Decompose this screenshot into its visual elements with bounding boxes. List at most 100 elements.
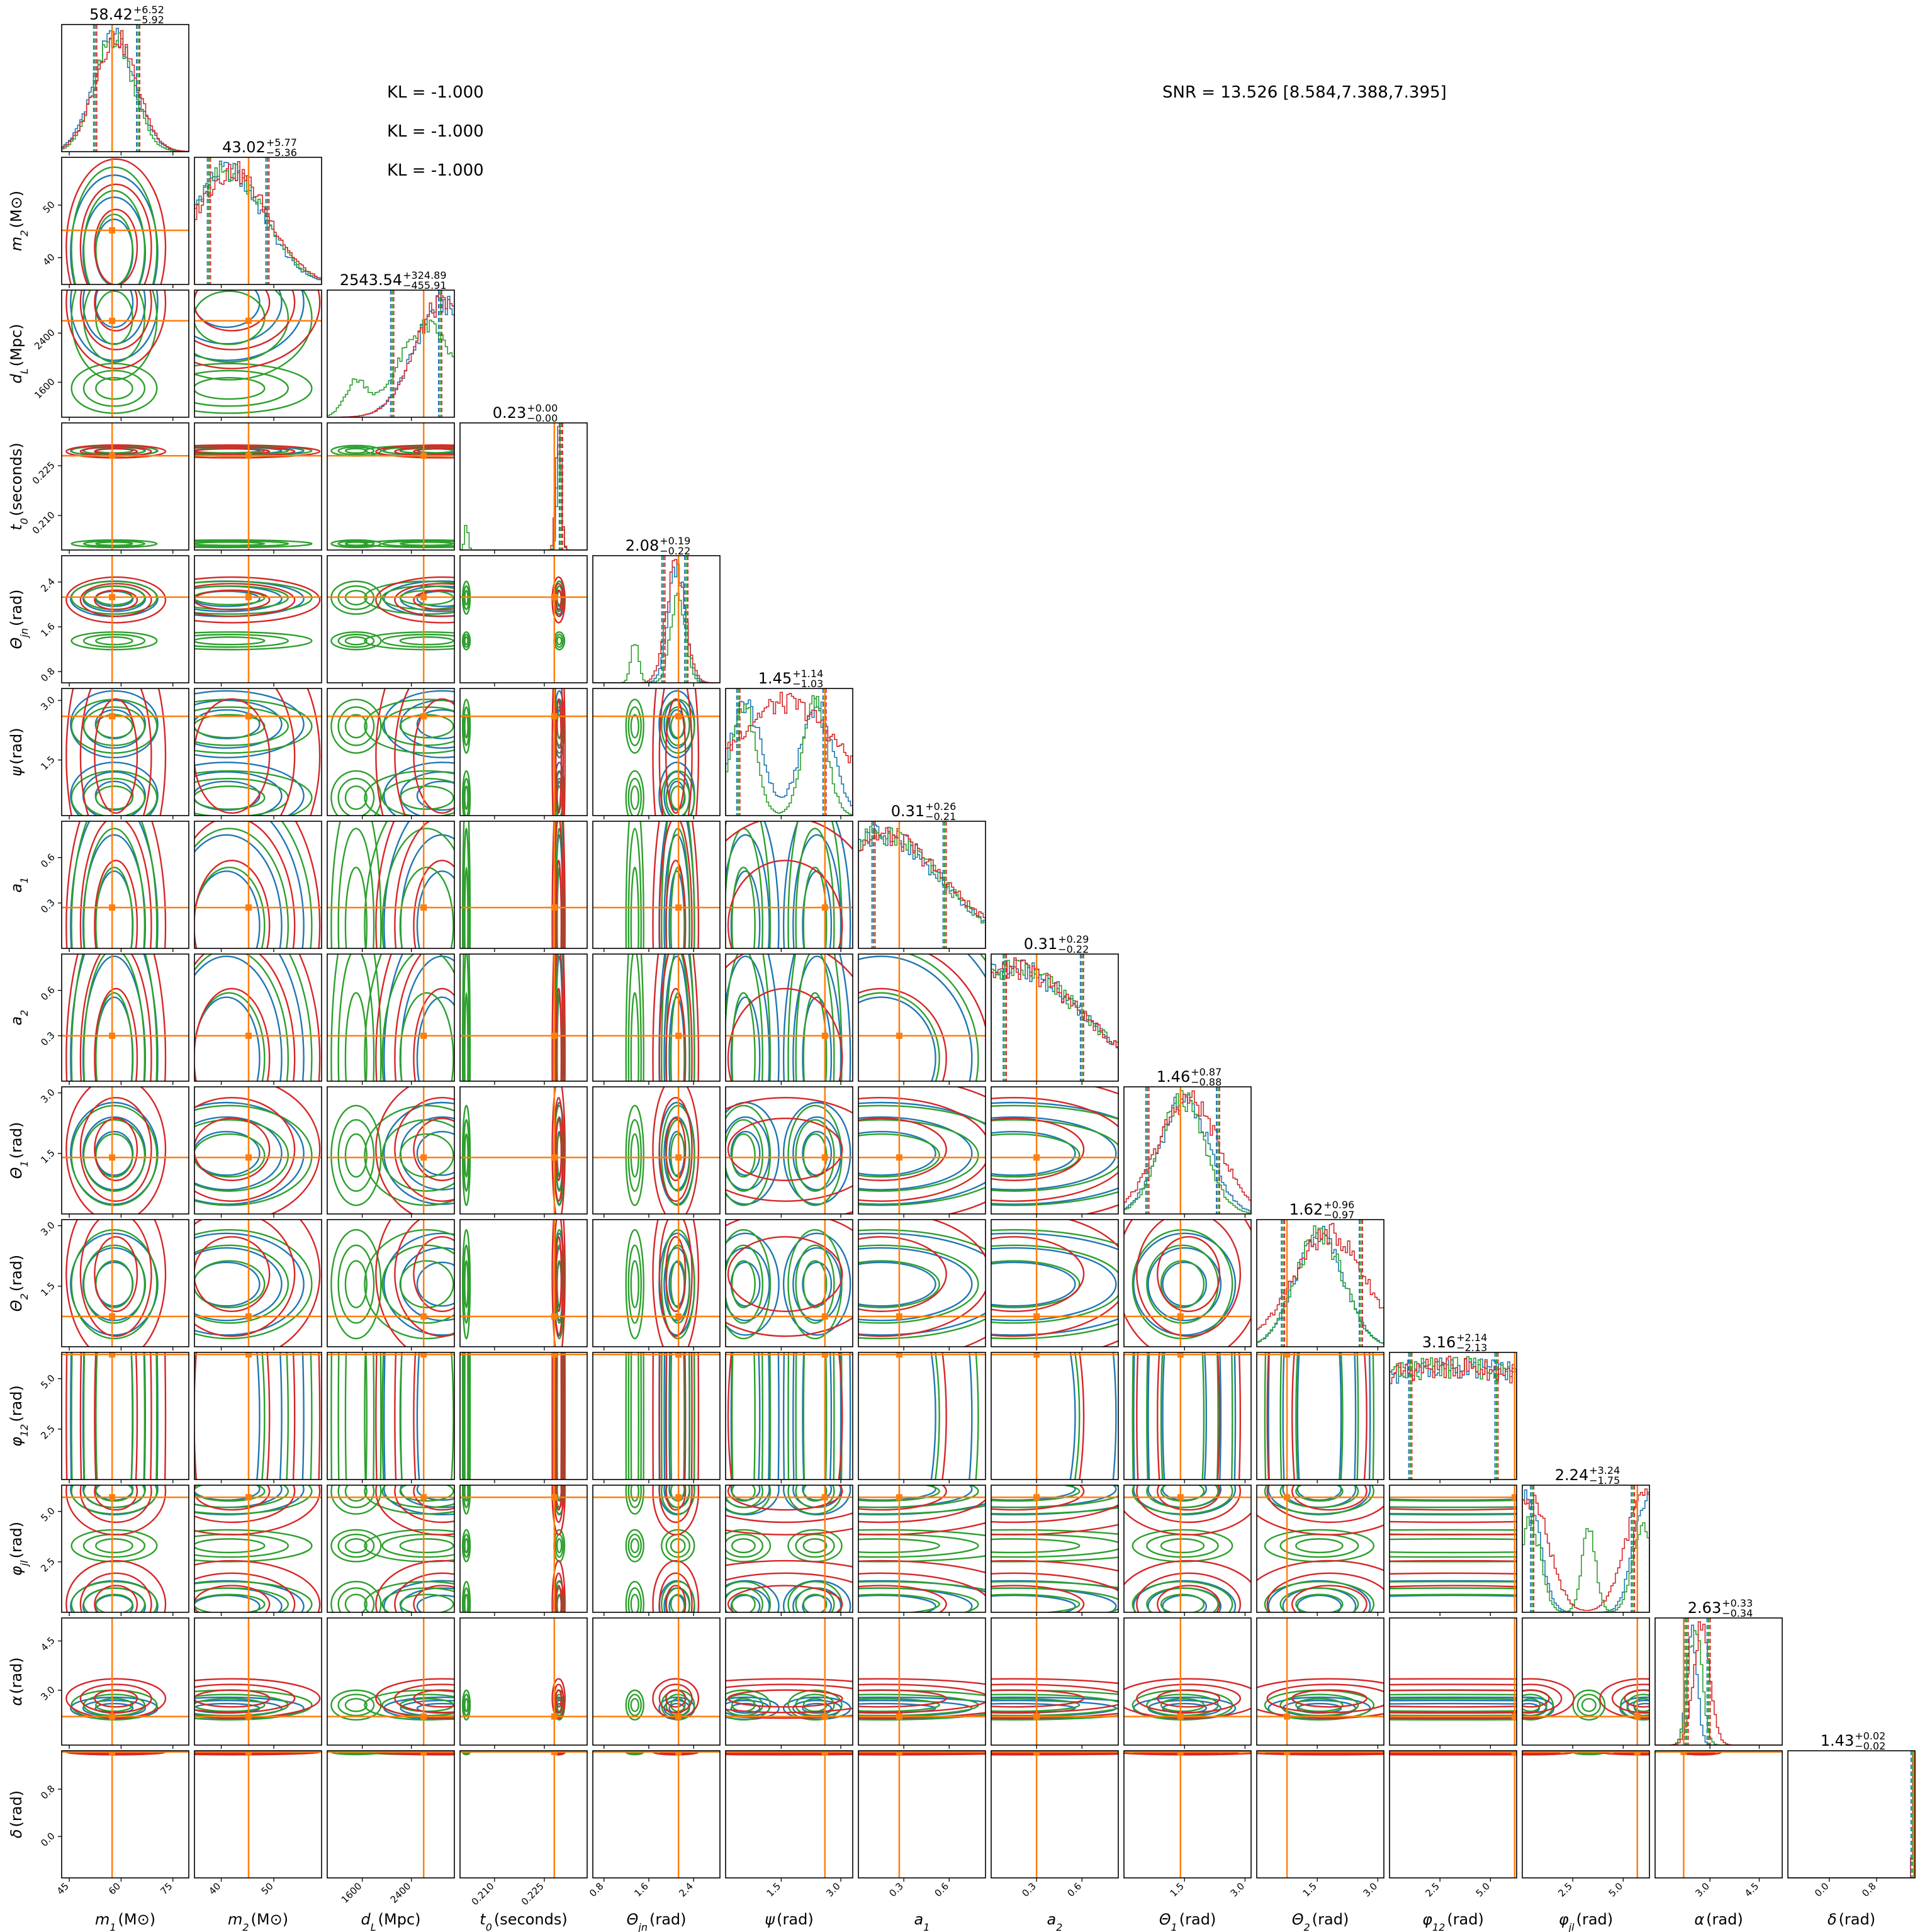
panel-content — [858, 1485, 986, 1612]
panel-frame — [459, 688, 588, 816]
panel-frame — [1123, 1352, 1252, 1480]
contour-red — [94, 1485, 138, 1511]
contour-green — [463, 1119, 470, 1192]
contour-red — [726, 1683, 853, 1714]
contour-green — [461, 1529, 471, 1563]
truth-marker — [896, 1751, 902, 1755]
kl-annotation-1: KL = -1.000 — [387, 83, 484, 102]
contour-green — [344, 1133, 368, 1178]
contour-blue — [383, 761, 454, 816]
contour-green — [1390, 1499, 1517, 1502]
contour-green — [194, 634, 289, 648]
panel-r6-c4 — [459, 688, 588, 819]
panel-r13-c10 — [1256, 1617, 1384, 1749]
x-axis-label-10: Θ2(rad) — [1292, 1911, 1349, 1932]
panel-frame — [592, 1352, 721, 1480]
truth-marker — [109, 904, 116, 911]
panel-r6-c2 — [194, 688, 322, 819]
contour-red — [394, 954, 422, 1081]
contour-red — [1522, 1683, 1563, 1714]
contour-red — [665, 1352, 687, 1480]
contour-green — [399, 1593, 454, 1612]
contour-red — [194, 290, 296, 351]
contour-green — [463, 634, 470, 648]
panel-content — [858, 1618, 986, 1745]
contour-green — [630, 785, 639, 811]
panel-frame — [459, 1086, 588, 1215]
contour-green — [625, 1485, 644, 1515]
contour-blue — [782, 1232, 851, 1336]
contour-green — [330, 1352, 382, 1480]
contour-blue — [383, 690, 454, 759]
contour-green — [858, 1244, 979, 1324]
contour-red — [1611, 1683, 1649, 1714]
panel-title-minus: −0.34 — [1722, 1607, 1753, 1619]
panel-content — [1257, 1352, 1384, 1480]
contour-blue — [194, 1485, 261, 1501]
contour-blue — [194, 1261, 261, 1307]
contour-blue — [416, 709, 454, 739]
contour-green — [194, 1260, 266, 1308]
contour-blue — [1390, 1699, 1517, 1717]
panel-title-median: 0.31 — [1024, 935, 1057, 953]
panel-r7-c5 — [592, 821, 721, 952]
contour-blue — [858, 996, 936, 1081]
contour-red — [658, 1572, 693, 1612]
truth-marker — [896, 1313, 902, 1320]
panel-content — [1124, 1485, 1251, 1612]
x-tick-label: 0.3 — [1019, 1880, 1038, 1899]
panel-title-plus: +0.33 — [1722, 1597, 1753, 1609]
histogram-blue — [726, 698, 853, 816]
histogram-red — [593, 559, 720, 683]
truth-marker — [675, 1313, 682, 1320]
contour-red — [79, 1485, 152, 1524]
axis-label-symbol: t — [8, 524, 25, 531]
panel-frame — [592, 1219, 721, 1347]
axis-label-symbol: α — [8, 1696, 25, 1706]
contour-red — [65, 158, 167, 284]
contour-red — [858, 1689, 947, 1708]
contour-green — [194, 770, 313, 816]
contour-green — [337, 1352, 375, 1480]
panel-r9-c5 — [592, 1086, 721, 1218]
panel-frame — [1256, 1219, 1384, 1347]
panel-r8-c1: 0.30.6 — [38, 953, 189, 1085]
contour-green — [625, 954, 644, 1081]
contour-blue — [70, 174, 159, 284]
contour-green — [630, 1593, 639, 1612]
contour-red — [991, 1572, 1118, 1592]
contour-green — [991, 1693, 1118, 1717]
panel-r9-c1: 1.53.0 — [38, 1086, 189, 1218]
axis-label-symbol: δ — [8, 1829, 25, 1838]
contour-green — [1295, 1698, 1344, 1712]
contour-green — [464, 714, 469, 739]
x-axis-label-2: m2(M⊙) — [228, 1911, 288, 1932]
axis-label-subscript: 2 — [18, 230, 30, 236]
contour-green — [194, 1352, 266, 1480]
contour-green — [464, 1352, 469, 1480]
truth-marker — [420, 1751, 427, 1755]
contour-red — [375, 1220, 407, 1347]
truth-marker — [1033, 1313, 1040, 1320]
panel-frame — [61, 1485, 189, 1613]
panel-frame — [61, 821, 189, 949]
contour-green — [82, 369, 146, 407]
panel-r12-c2 — [194, 1485, 322, 1616]
truth-marker — [420, 452, 427, 459]
contour-green — [627, 1485, 642, 1508]
contour-green — [364, 954, 383, 1081]
truth-marker — [551, 1751, 558, 1755]
contour-green — [726, 1244, 763, 1324]
histogram-red — [726, 692, 853, 816]
panel-content — [1257, 1485, 1384, 1612]
panel-r8-c5 — [592, 953, 721, 1085]
contour-green — [330, 1104, 382, 1206]
panel-r12-c4 — [459, 1485, 588, 1616]
panel-content — [460, 1751, 587, 1878]
panel-content — [62, 1485, 189, 1612]
y-axis-label-5: Θjn(rad) — [8, 589, 30, 649]
panel-content — [194, 423, 322, 550]
